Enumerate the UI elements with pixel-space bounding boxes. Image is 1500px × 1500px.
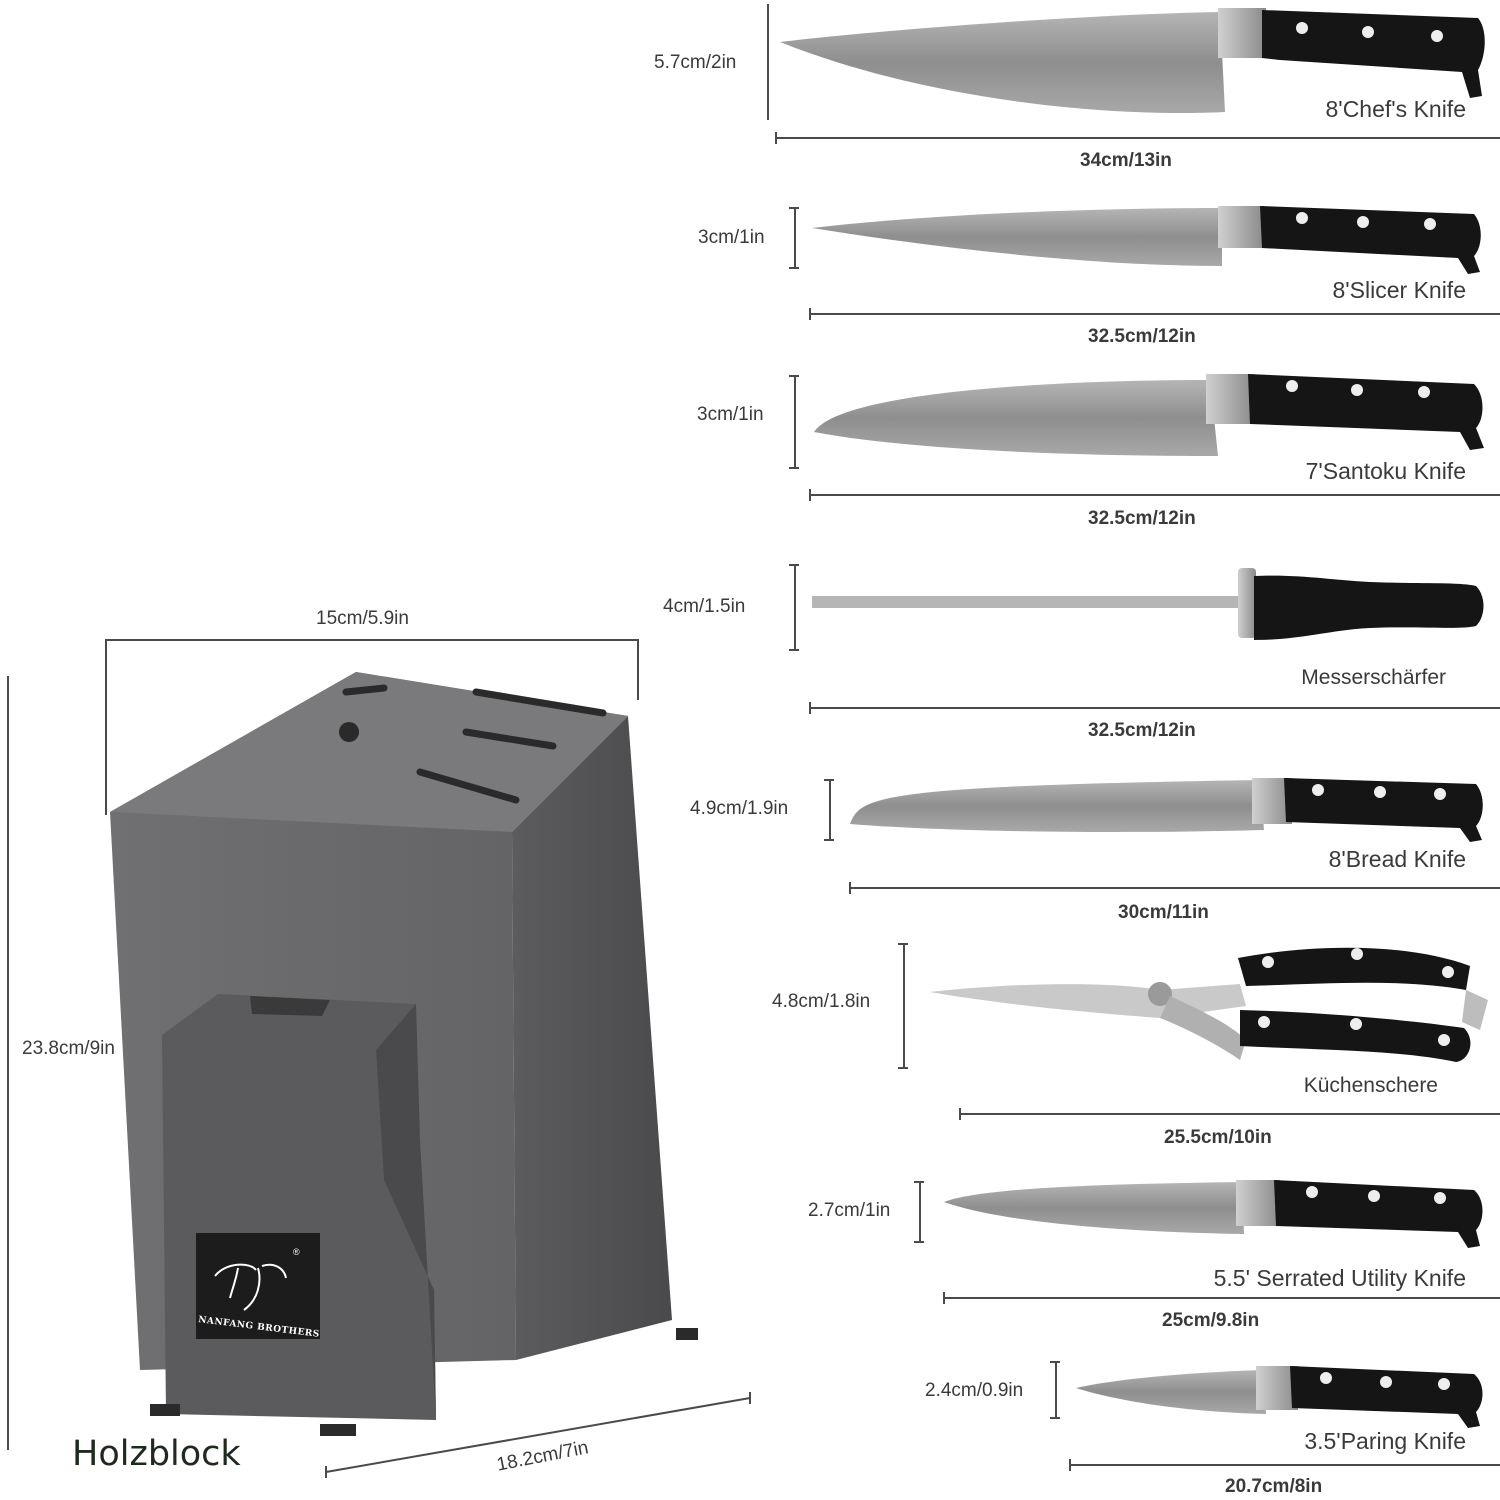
block-width-label: 15cm/5.9in — [316, 608, 409, 629]
knife-name-utility: 5.5' Serrated Utility Knife — [1213, 1265, 1466, 1291]
dimension-lines — [7, 4, 1500, 1478]
knife-length-santoku: 32.5cm/12in — [1088, 508, 1196, 529]
knife-height-santoku: 3cm/1in — [697, 404, 764, 425]
knife-length-chef: 34cm/13in — [1080, 150, 1172, 171]
svg-text:®: ® — [293, 1247, 300, 1257]
knife-height-paring: 2.4cm/0.9in — [925, 1380, 1024, 1401]
knife-name-sharpener: Messerschärfer — [1301, 666, 1446, 689]
knife-length-sharpener: 32.5cm/12in — [1088, 720, 1196, 741]
santoku-knife-image — [814, 374, 1484, 456]
knife-height-scissors: 4.8cm/1.8in — [772, 991, 871, 1012]
knife-name-chef: 8'Chef's Knife — [1325, 96, 1466, 122]
scissors-image — [930, 947, 1488, 1062]
chef-knife-image — [780, 8, 1485, 114]
bread-knife-image — [850, 778, 1483, 842]
knife-height-utility: 2.7cm/1in — [808, 1200, 891, 1221]
utility-knife-image — [944, 1180, 1483, 1248]
knife-length-bread: 30cm/11in — [1118, 902, 1209, 923]
brand-logo-icon — [214, 1263, 287, 1311]
paring-knife-image — [1076, 1366, 1483, 1428]
knife-length-slicer: 32.5cm/12in — [1088, 326, 1196, 347]
knife-length-scissors: 25.5cm/10in — [1164, 1127, 1272, 1148]
knife-height-slicer: 3cm/1in — [698, 227, 765, 248]
knife-length-paring: 20.7cm/8in — [1225, 1476, 1323, 1497]
block-title: Holzblock — [72, 1434, 241, 1474]
knife-height-bread: 4.9cm/1.9in — [690, 798, 789, 819]
knife-block-image: ® NANFANG BROTHERS — [110, 672, 698, 1436]
slicer-knife-image — [812, 206, 1481, 274]
knife-name-slicer: 8'Slicer Knife — [1332, 277, 1466, 303]
knife-name-scissors: Küchenschere — [1303, 1074, 1438, 1097]
knife-height-chef: 5.7cm/2in — [654, 52, 737, 73]
sharpener-image — [812, 568, 1484, 640]
knife-length-utility: 25cm/9.8in — [1162, 1310, 1260, 1331]
knife-name-bread: 8'Bread Knife — [1328, 846, 1466, 872]
knife-height-sharpener: 4cm/1.5in — [663, 596, 746, 617]
block-height-label: 23.8cm/9in — [22, 1038, 115, 1059]
knife-name-santoku: 7'Santoku Knife — [1305, 458, 1466, 484]
knife-name-paring: 3.5'Paring Knife — [1304, 1428, 1466, 1454]
